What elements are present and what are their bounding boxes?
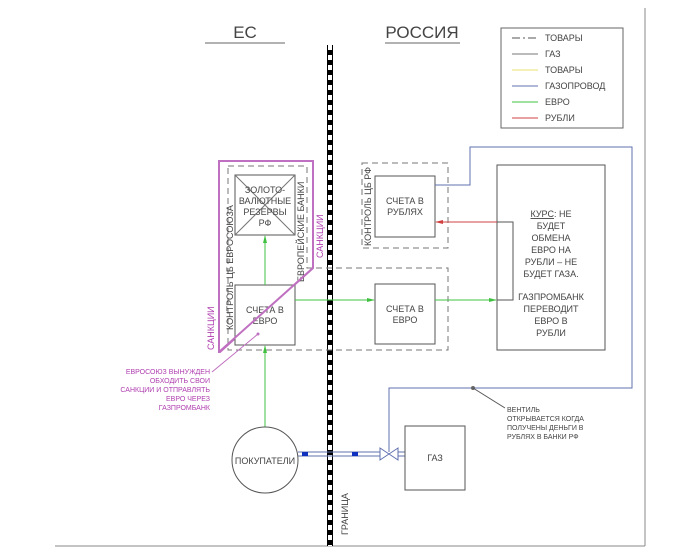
- rate-line: ПЕРЕВОДИТ: [523, 304, 579, 314]
- gazprombank-rate-box: КУРС: НЕ БУДЕТ ОБМЕНА ЕВРО НА РУБЛИ – НЕ…: [496, 164, 606, 351]
- rate-line: БУДЕТ ГАЗА.: [523, 269, 578, 279]
- box-label: РУБЛЯХ: [387, 207, 423, 217]
- euro-flows: [263, 235, 497, 427]
- rate-line: ГАЗПРОМБАНК: [518, 292, 585, 302]
- valve-icon: [379, 447, 399, 461]
- frame: [55, 8, 646, 547]
- ruble-accounts-box: СЧЕТА В РУБЛЯХ: [374, 175, 436, 238]
- pipeline-control-line: [388, 146, 633, 452]
- note-line: РУБЛЯХ В БАНКИ РФ: [507, 434, 579, 441]
- rate-line: РУБЛИ: [536, 328, 566, 338]
- legend-label: ТОВАРЫ: [545, 65, 583, 75]
- note-line: ВЕНТИЛЬ: [507, 407, 540, 414]
- buyers-node: ПОКУПАТЕЛИ: [231, 426, 299, 494]
- rate-line: БУДЕТ: [537, 221, 566, 231]
- rate-line: ЕВРО НА: [531, 245, 571, 255]
- rate-line: РУБЛИ – НЕ: [525, 257, 577, 267]
- legend-label: ТОВАРЫ: [545, 33, 583, 43]
- buyers-label: ПОКУПАТЕЛИ: [235, 456, 295, 466]
- sanctions-label-2: САНКЦИИ: [206, 306, 216, 350]
- note-line: ЕВРОСОЮЗ ВЫНУЖДЕН: [126, 369, 210, 376]
- legend-label: ГАЗОПРОВОД: [545, 81, 605, 91]
- box-label: ЕВРО: [253, 316, 278, 326]
- eu-banks-label: ЕВРОПЕЙСКИЕ БАНКИ: [295, 182, 306, 282]
- reserves-line: ВАЛЮТНЫЕ: [239, 196, 291, 206]
- reserves-line: РФ: [259, 218, 272, 228]
- note-line: ОБХОДИТЬ СВОИ: [150, 378, 210, 385]
- eu-note-anchor: [256, 332, 260, 336]
- legend-label: РУБЛИ: [545, 113, 575, 123]
- legend-label: ЕВРО: [545, 97, 570, 107]
- eu-note-leader: [211, 333, 259, 373]
- valve-note: ВЕНТИЛЬ ОТКРЫВАЕТСЯ КОГДА ПОЛУЧЕНЫ ДЕНЬГ…: [507, 407, 584, 441]
- note-line: ГАЗПРОМБАНК: [159, 405, 211, 412]
- gold-reserves-box: ЗОЛОТО- ВАЛЮТНЫЕ РЕЗЕРВЫ РФ: [234, 174, 296, 236]
- reserves-line: ЗОЛОТО-: [245, 185, 285, 195]
- ru-cb-control-boundary: [361, 162, 449, 249]
- valve-note-leader: [472, 387, 506, 409]
- border-label: ГРАНИЦА: [340, 493, 350, 535]
- gas-pipeline: [298, 451, 405, 457]
- box-label: СЧЕТА В: [386, 304, 424, 314]
- legend: ТОВАРЫ ГАЗ ТОВАРЫ ГАЗОПРОВОД ЕВРО РУБЛИ: [500, 27, 624, 129]
- rate-line: ОБМЕНА: [532, 233, 571, 243]
- eu-cb-control-label: КОНТРОЛЬ ЦБ ЕВРОСОЮЗА: [225, 205, 235, 330]
- ru-cb-control-label: КОНТРОЛЬ ЦБ РФ: [363, 167, 373, 246]
- gas-label: ГАЗ: [427, 453, 443, 463]
- eu-euro-accounts-box: СЧЕТА В ЕВРО: [234, 284, 296, 346]
- note-line: ПОЛУЧЕНЫ ДЕНЬГИ В: [507, 425, 584, 432]
- note-line: ОТКРЫВАЕТСЯ КОГДА: [507, 416, 584, 423]
- legend-label: ГАЗ: [545, 49, 561, 59]
- box-label: СЧЕТА В: [386, 196, 424, 206]
- region-eu: ЕС: [233, 23, 257, 42]
- exchange-link: [497, 221, 514, 301]
- reserves-line: РЕЗЕРВЫ: [243, 207, 286, 217]
- note-line: САНКЦИИ И ОТПРАВЛЯТЬ: [120, 387, 210, 394]
- sanctions-label-1: САНКЦИИ: [315, 214, 325, 258]
- region-russia: РОССИЯ: [385, 23, 458, 42]
- note-line: ЕВРО ЧЕРЕЗ: [166, 396, 210, 403]
- rate-line: КУРС: НЕ: [531, 209, 572, 219]
- eu-cb-control-boundary: [227, 165, 449, 351]
- box-label: ЕВРО: [393, 315, 418, 325]
- rate-line: ЕВРО В: [534, 316, 567, 326]
- gas-box: ГАЗ: [404, 425, 466, 491]
- eu-note: ЕВРОСОЮЗ ВЫНУЖДЕН ОБХОДИТЬ СВОИ САНКЦИИ …: [120, 369, 211, 412]
- ru-euro-accounts-box: СЧЕТА В ЕВРО: [374, 283, 436, 345]
